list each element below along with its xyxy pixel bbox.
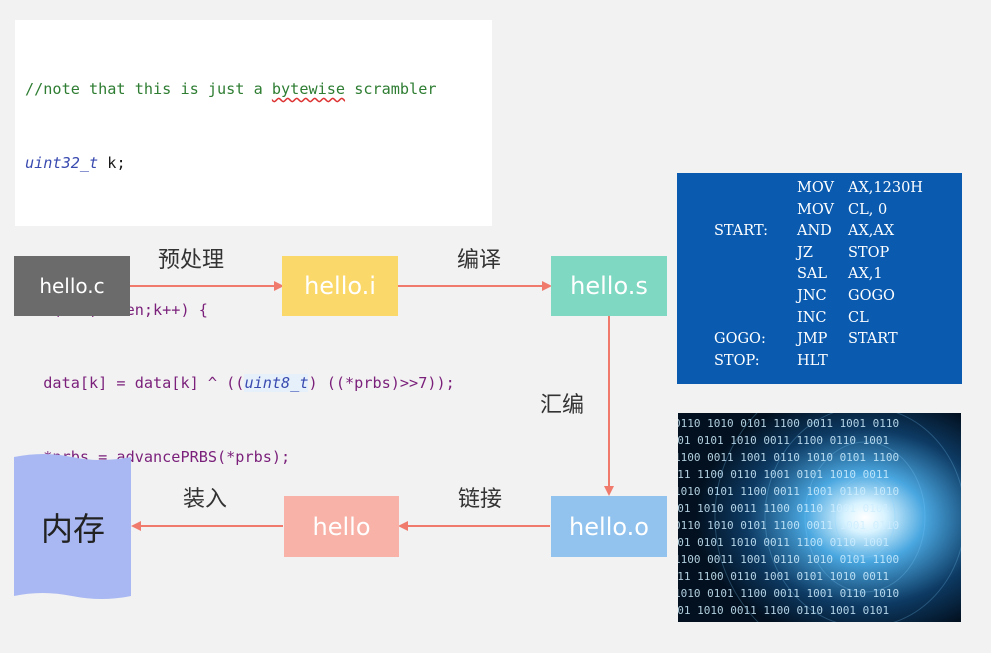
binary-digits-row: 0011 1100 0110 1001 0101 1010 0011 [678,468,889,481]
node-hello-o: hello.o [551,496,667,557]
asm-opcode: JZ [797,244,813,261]
asm-line: INC CL [714,308,923,330]
asm-label [714,308,797,330]
asm-opcode: INC [797,309,827,326]
asm-label [714,200,797,222]
asm-operands: AX,1 [848,266,883,283]
edge-label-preprocess: 预处理 [158,248,225,273]
asm-line: GOGO: JMP START [714,329,923,351]
code-snippet-panel: //note that this is just a bytewise scra… [15,20,492,539]
node-hello-i-label: hello.i [304,272,376,300]
code-comment-spellcheck-word: bytewise [271,80,346,98]
asm-label [714,243,797,265]
code-comment-suffix: scrambler [345,80,437,98]
binary-digits-row: 1001 0101 1010 0011 1100 0110 1001 [678,434,889,447]
binary-tunnel-art: 0110 1010 0101 1100 0011 1001 0110 1001 0… [678,413,961,622]
node-hello-c: hello.c [14,256,130,316]
code-comment-prefix: //note that this is just a [25,80,272,98]
asm-operands: STOP [848,244,890,261]
asm-opcode: JNC [797,287,827,304]
asm-line: MOV AX,1230H [714,178,923,200]
binary-digits-row: 1100 0011 1001 0110 1010 0101 1100 [678,553,899,566]
edge-label-link: 链接 [458,487,503,512]
asm-line: START: AND AX,AX [714,221,923,243]
asm-label [714,286,797,308]
binary-digits-row: 1100 0011 1001 0110 1010 0101 1100 [678,451,899,464]
node-hello-o-label: hello.o [569,512,649,541]
asm-operands: START [848,331,898,348]
code-scramble-left: data[k] = data[k] ^ (( [25,374,245,392]
asm-opcode: HLT [797,352,828,369]
asm-opcode: AND [797,223,832,240]
node-hello: hello [284,496,399,557]
asm-line: MOV CL, 0 [714,200,923,222]
binary-digits-row: 0011 1100 0110 1001 0101 1010 0011 [678,570,889,583]
asm-opcode: MOV [797,201,834,218]
asm-label [714,264,797,286]
binary-digits-row: 1001 0101 1010 0011 1100 0110 1001 [678,536,889,549]
node-memory-text: 内存 [14,453,132,600]
asm-label: STOP: [714,352,760,369]
binary-digits-row: 0110 1010 0101 1100 0011 1001 0110 [678,417,899,430]
asm-opcode: MOV [797,180,834,196]
asm-operands: CL [848,309,869,326]
node-hello-s: hello.s [551,256,667,316]
binary-digits-row: 0101 1010 0011 1100 0110 1001 0101 [678,502,889,515]
node-memory-label: 内存 [40,509,105,548]
code-line-scramble: data[k] = data[k] ^ ((uint8_t) ((*prbs)>… [25,371,482,396]
asm-opcode: JMP [797,331,828,348]
asm-line: JNC GOGO [714,286,923,308]
code-declaration-rest: k; [98,153,126,172]
binary-digits-row: 0110 1010 0101 1100 0011 1001 0110 [678,519,899,532]
node-hello-c-label: hello.c [39,274,105,298]
asm-label: GOGO: [714,331,766,348]
asm-operands: GOGO [848,287,895,304]
edge-label-compile: 编译 [457,248,502,273]
code-type-uint8: uint8_t [244,374,309,392]
code-line-comment: //note that this is just a bytewise scra… [25,77,482,102]
asm-line: JZ STOP [714,243,923,265]
asm-label [714,178,797,200]
node-hello-i: hello.i [282,256,398,316]
code-line-declaration: uint32_t k; [25,151,482,176]
binary-digits-row: 1010 0101 1100 0011 1001 0110 1010 [678,485,899,498]
asm-line: SAL AX,1 [714,264,923,286]
node-hello-label: hello [312,512,371,541]
binary-digits-row: 1010 0101 1100 0011 1001 0110 1010 [678,587,899,600]
binary-digits-row: 0101 1010 0011 1100 0110 1001 0101 [678,604,889,617]
node-memory [14,454,131,599]
node-hello-s-label: hello.s [570,272,648,300]
asm-label: START: [714,223,768,240]
code-type-uint32: uint32_t [25,153,99,172]
asm-operands: CL, 0 [848,201,888,218]
edge-label-assemble: 汇编 [540,393,585,418]
asm-opcode: SAL [797,266,828,283]
asm-operands: AX,AX [848,223,895,240]
asm-line: STOP: HLT [714,351,923,373]
asm-operands [848,351,923,373]
edge-label-load: 装入 [183,487,228,512]
binary-tunnel-image: 0110 1010 0101 1100 0011 1001 0110 1001 0… [678,413,961,622]
asm-operands: AX,1230H [848,180,923,196]
code-scramble-right: ) ((*prbs)>>7)); [308,374,455,392]
